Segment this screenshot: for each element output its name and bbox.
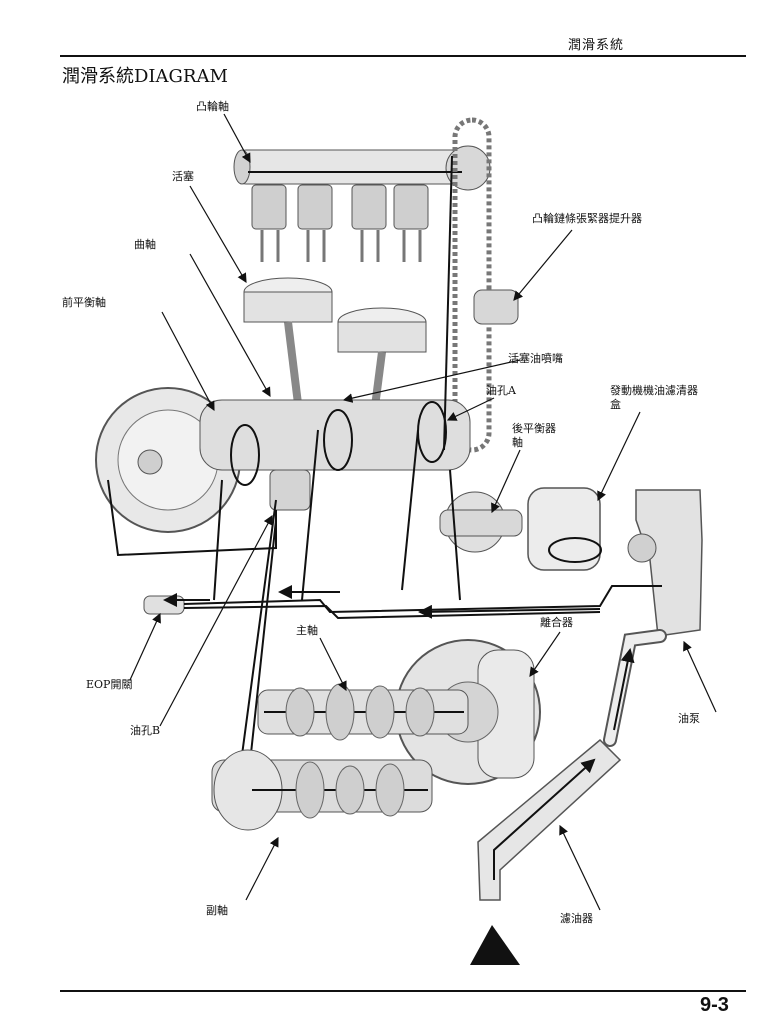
cam-chain-part <box>452 117 492 453</box>
footer-rule <box>60 990 746 992</box>
label-piston-oil-jet: 活塞油噴嘴 <box>508 352 563 365</box>
label-mainshaft: 主軸 <box>296 624 318 637</box>
header-rule <box>60 55 746 57</box>
page-title: 潤滑系統DIAGRAM <box>62 66 228 87</box>
label-oil-pump: 油泵 <box>678 712 700 725</box>
label-front-balancer: 前平衡軸 <box>62 296 106 309</box>
tensioner-part <box>473 289 519 325</box>
label-oil-hole-a: 油孔A <box>486 384 516 397</box>
label-rear-balancer-line2: 軸 <box>512 436 523 449</box>
label-oil-hole-b: 油孔B <box>130 724 161 737</box>
label-crankshaft: 曲軸 <box>134 238 156 251</box>
transmission-part <box>211 683 469 831</box>
label-camshaft: 凸輪軸 <box>196 100 229 113</box>
leader-lines <box>129 113 717 911</box>
oil-pump-part <box>627 489 703 637</box>
oil-gallery <box>107 155 662 801</box>
label-eop-switch: EOP開關 <box>86 678 133 691</box>
page-number: 9-3 <box>700 994 729 1016</box>
rear-balancer-part <box>439 491 523 553</box>
label-oil-filter-line2: 盒 <box>610 398 621 411</box>
oil-strainer-part <box>477 629 667 901</box>
label-piston: 活塞 <box>172 170 194 183</box>
eop-switch-part <box>143 595 185 615</box>
header-title: 潤滑系統 <box>568 38 625 53</box>
oil-filter-part <box>527 487 602 571</box>
label-oil-strainer: 濾油器 <box>560 912 593 925</box>
label-clutch: 離合器 <box>540 616 573 629</box>
oil-inlet-arrow-stem <box>488 940 496 965</box>
label-rear-balancer-line1: 後平衡器 <box>512 422 556 435</box>
label-countershaft: 副軸 <box>206 904 228 917</box>
label-cam-chain-tensioner: 凸輪鏈條張緊器提升器 <box>532 212 642 225</box>
label-oil-filter-line1: 發動機機油濾清器 <box>610 384 698 397</box>
crankshaft-part <box>199 399 471 511</box>
